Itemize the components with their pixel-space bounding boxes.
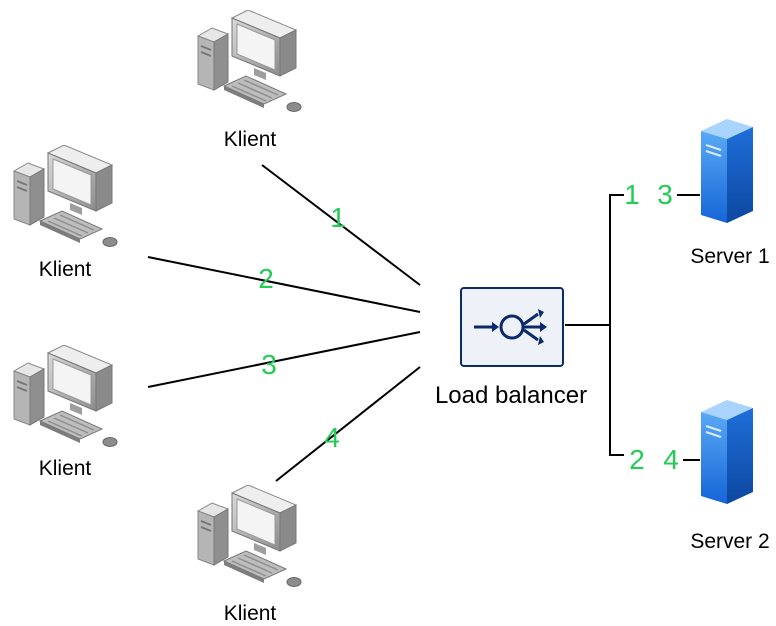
client-label: Klient — [223, 602, 277, 625]
link-client-top — [261, 164, 421, 286]
connection-number: 4 — [324, 422, 340, 453]
server-branch-number: 2 — [629, 444, 645, 475]
connection-number: 1 — [330, 202, 346, 233]
bracket-servers — [609, 194, 624, 456]
server-branch-number: 4 — [663, 444, 679, 475]
client-top — [194, 9, 306, 120]
client-label: Klient — [223, 128, 277, 151]
client-left-lower — [10, 344, 122, 455]
server-icon — [701, 119, 753, 223]
client-label: Klient — [38, 457, 92, 480]
client-label: Klient — [38, 258, 92, 281]
server-2 — [697, 398, 757, 511]
server-label: Server 2 — [690, 530, 770, 553]
link-client-bottom — [275, 366, 421, 482]
connection-number: 2 — [258, 263, 274, 294]
connection-number: 3 — [261, 349, 277, 380]
desktop-computer-icon — [12, 344, 118, 447]
client-left-upper — [10, 144, 122, 255]
load-balancer-label: Load balancer — [434, 382, 588, 409]
server-label: Server 1 — [690, 245, 770, 268]
load-balancer-box — [460, 287, 564, 367]
server-branch-number: 3 — [657, 179, 673, 210]
load-balancer-icon — [460, 287, 564, 367]
server-icon — [701, 400, 753, 504]
desktop-computer-icon — [196, 484, 302, 587]
desktop-computer-icon — [12, 144, 118, 247]
server-1 — [697, 117, 757, 230]
server-branch-number: 1 — [624, 179, 640, 210]
link-client-left-lower — [147, 331, 421, 388]
link-client-left-upper — [147, 256, 421, 313]
desktop-computer-icon — [196, 9, 302, 112]
client-bottom — [194, 484, 306, 595]
